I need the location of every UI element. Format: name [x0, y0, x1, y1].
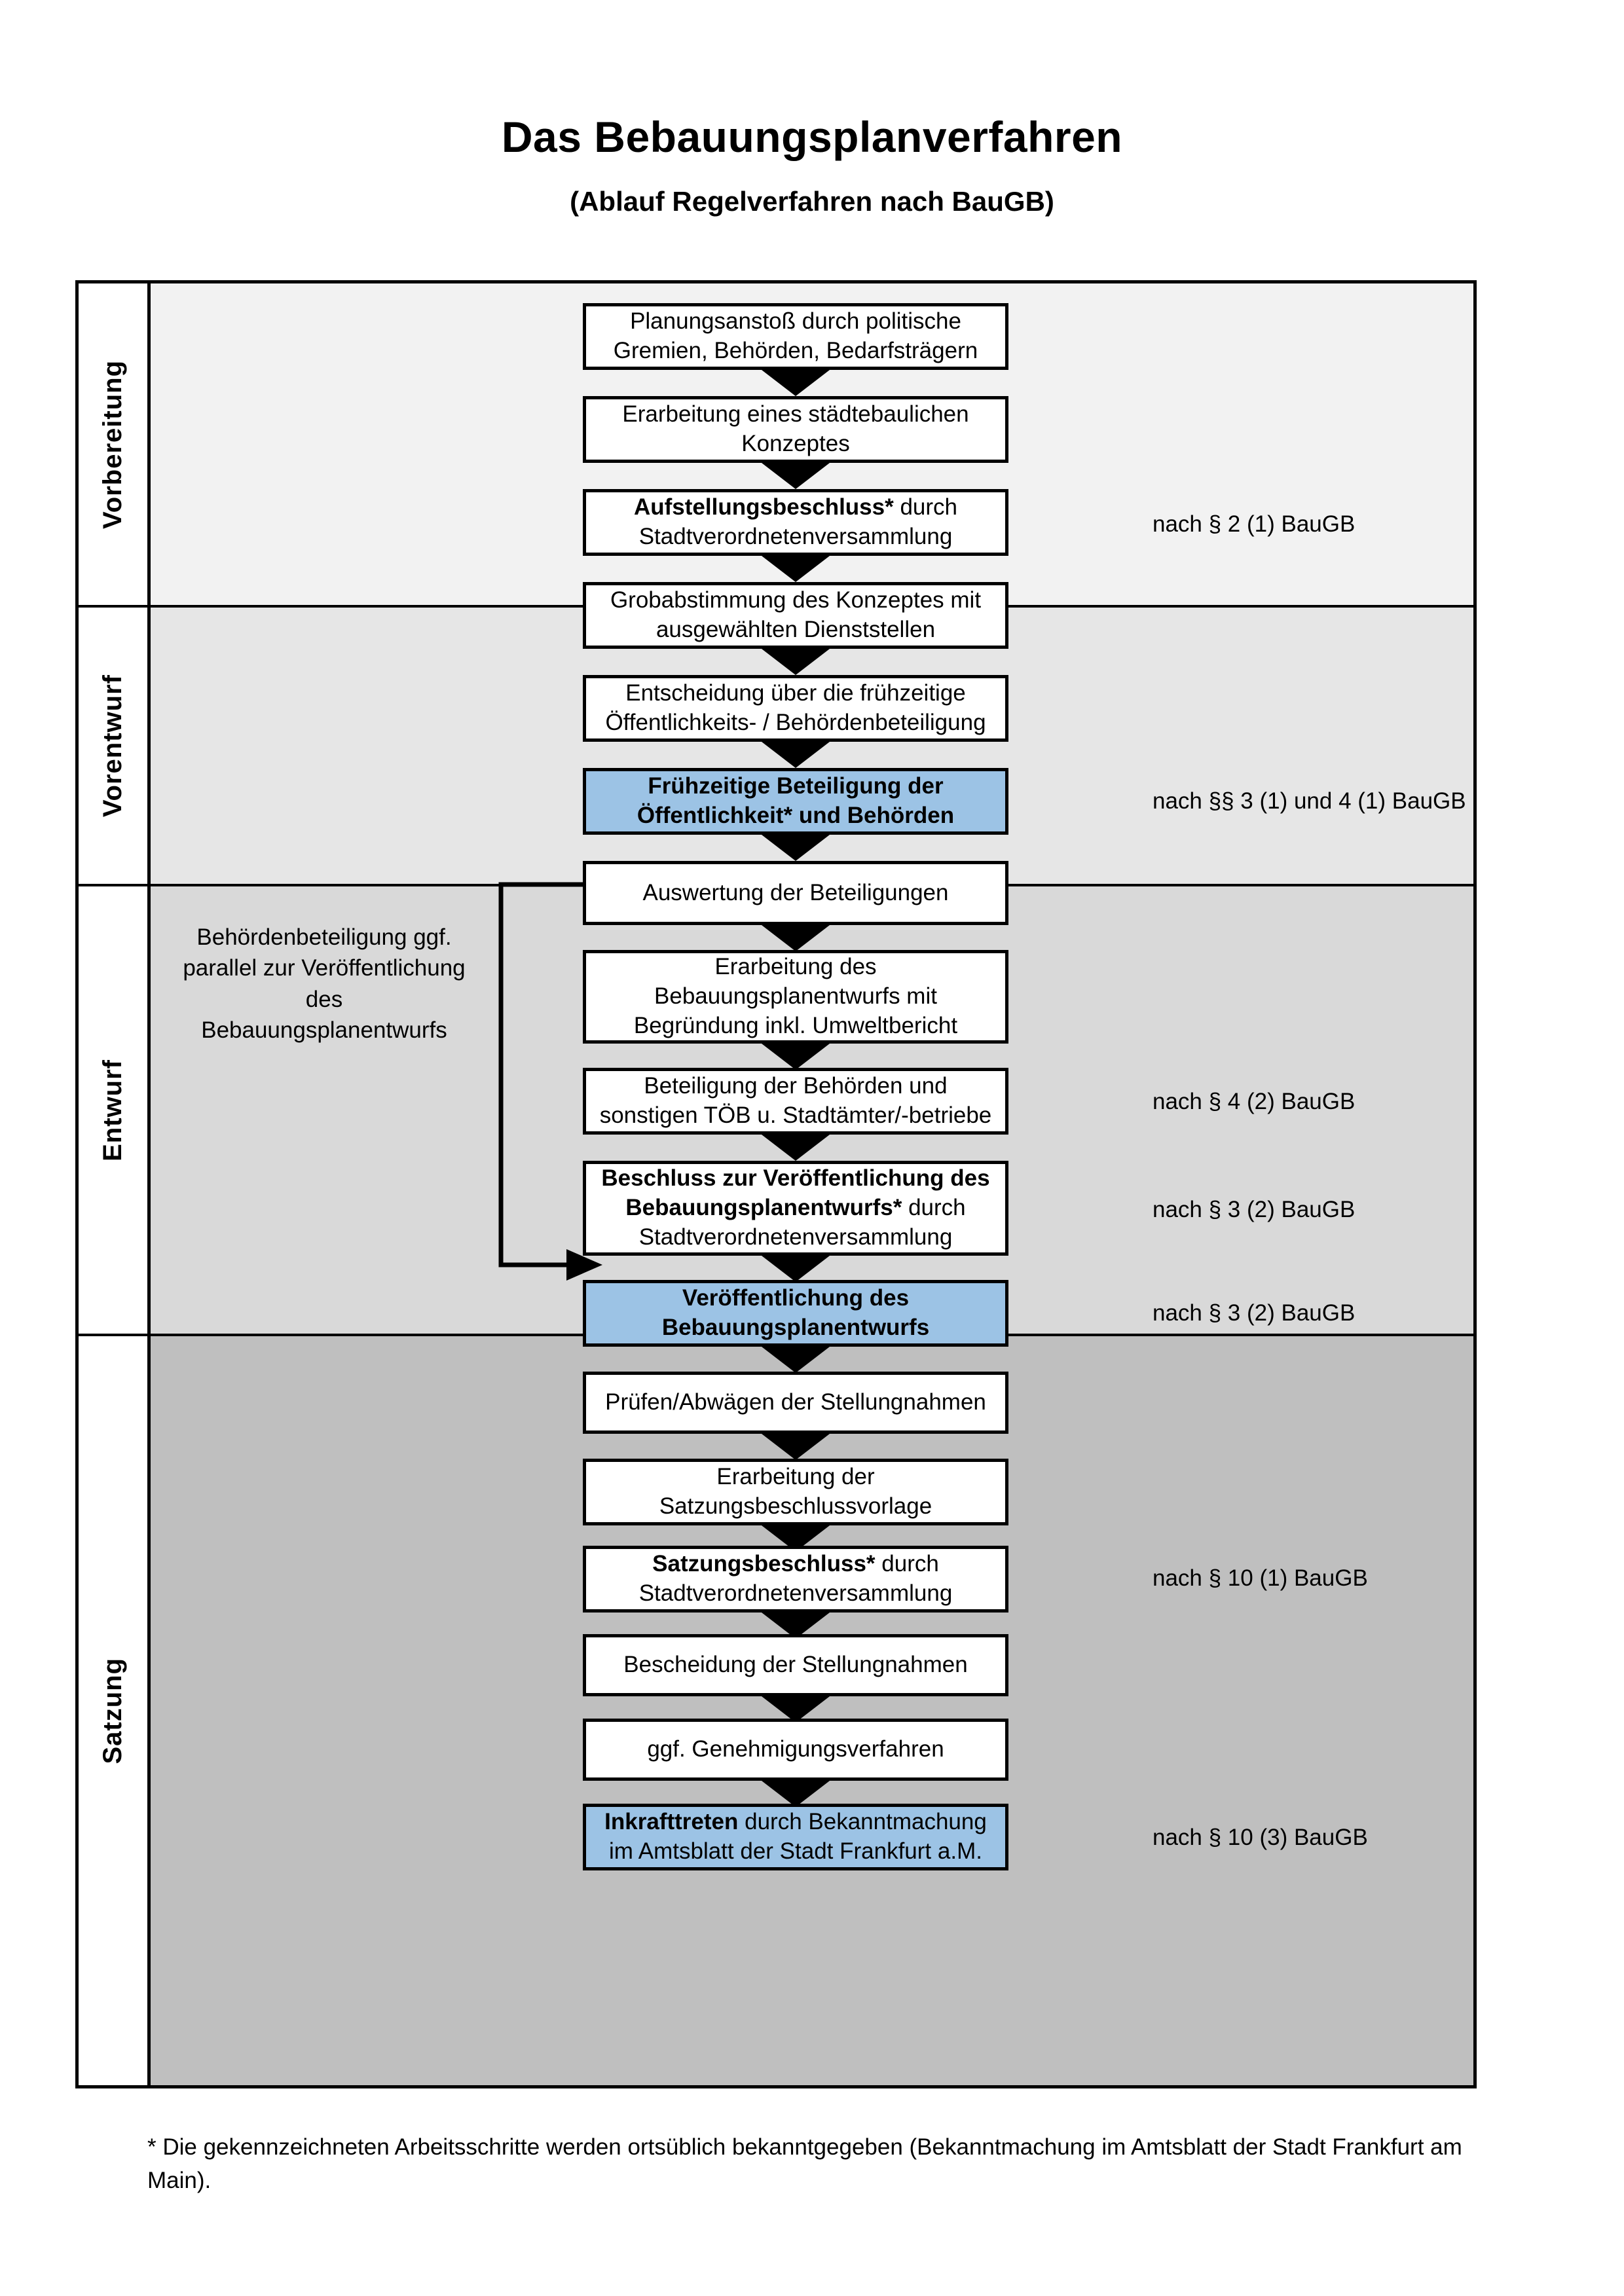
legal-ref-4-2: nach § 4 (2) BauGB	[1153, 1089, 1356, 1114]
step-text: durch Stadtverordnetenversammlung	[638, 1551, 953, 1606]
step-text: Prüfen/Abwägen der Stellungnahmen	[605, 1389, 986, 1415]
step-box-pruefen-abwaegen[interactable]: Prüfen/Abwägen der Stellungnahmen	[583, 1372, 1008, 1434]
step-box-konzept[interactable]: Erarbeitung eines städtebaulichen Konzep…	[583, 396, 1008, 463]
step-bold-text: Veröffentlichung des Bebauungsplanentwur…	[661, 1285, 930, 1340]
footnote-text: * Die gekennzeichneten Arbeitsschritte w…	[147, 2134, 1462, 2193]
page-subtitle: (Ablauf Regelverfahren nach BauGB)	[570, 186, 1054, 217]
section-label-text: Vorbereitung	[98, 359, 127, 529]
step-text: Entscheidung über die frühzeitige Öffent…	[605, 680, 986, 735]
legal-ref-3-1-4-1: nach §§ 3 (1) und 4 (1) BauGB	[1153, 788, 1466, 814]
flow-arrow-down-icon	[762, 1256, 830, 1282]
section-label-satzung: Satzung	[79, 1336, 151, 2085]
flow-arrow-down-icon	[762, 370, 830, 396]
step-box-beteiligung-behoerden[interactable]: Beteiligung der Behörden und sonstigen T…	[583, 1068, 1008, 1135]
step-box-erarbeitung-entwurf[interactable]: Erarbeitung des Bebauungsplanentwurfs mi…	[583, 950, 1008, 1044]
flow-arrow-down-icon	[762, 1434, 830, 1460]
step-bold-text: Frühzeitige Beteiligung der Öffentlichke…	[637, 773, 955, 828]
step-box-veroeffentlichung[interactable]: Veröffentlichung des Bebauungsplanentwur…	[583, 1280, 1008, 1347]
step-bold-text: Beschluss zur Veröffentlichung des Bebau…	[601, 1165, 990, 1221]
step-text: ggf. Genehmigungsverfahren	[647, 1736, 944, 1762]
step-text: Erarbeitung eines städtebaulichen Konzep…	[622, 401, 969, 456]
section-label-vorentwurf: Vorentwurf	[79, 608, 151, 884]
flow-arrow-down-icon	[762, 925, 830, 951]
legal-ref-3-2-b: nach § 3 (2) BauGB	[1153, 1300, 1356, 1326]
step-box-entscheidung-fruehzeitige[interactable]: Entscheidung über die frühzeitige Öffent…	[583, 675, 1008, 742]
step-text: durch Stadtverordnetenversammlung	[638, 1195, 966, 1250]
page-title: Das Bebauungsplanverfahren	[501, 113, 1123, 161]
step-box-aufstellungsbeschluss[interactable]: Aufstellungsbeschluss* durch Stadtverord…	[583, 489, 1008, 556]
step-box-planungsanstoss[interactable]: Planungsanstoß durch politische Gremien,…	[583, 303, 1008, 370]
legal-ref-3-2-a: nach § 3 (2) BauGB	[1153, 1197, 1356, 1222]
step-box-fruehzeitige-beteiligung[interactable]: Frühzeitige Beteiligung der Öffentlichke…	[583, 768, 1008, 835]
flow-arrow-down-icon	[762, 742, 830, 768]
step-text: Planungsanstoß durch politische Gremien,…	[613, 308, 978, 363]
step-bold-text: Satzungsbeschluss*	[652, 1551, 876, 1577]
flow-arrow-down-icon	[762, 1347, 830, 1373]
flow-arrow-down-icon	[762, 835, 830, 861]
step-text: durch Bekanntmachung im Amtsblatt der St…	[609, 1809, 987, 1864]
step-bold-text: Aufstellungsbeschluss*	[633, 494, 894, 520]
step-box-satzungsbeschlussvorlage[interactable]: Erarbeitung der Satzungsbeschlussvorlage	[583, 1459, 1008, 1525]
step-text: Erarbeitung der Satzungsbeschlussvorlage	[659, 1464, 932, 1519]
step-bold-text: Inkrafttreten	[604, 1809, 739, 1835]
step-text: Auswertung der Beteiligungen	[642, 879, 949, 905]
flow-arrow-down-icon	[762, 1044, 830, 1070]
flow-arrow-down-icon	[762, 649, 830, 675]
step-text: Grobabstimmung des Konzeptes mit ausgewä…	[610, 587, 982, 642]
step-box-inkrafttreten[interactable]: Inkrafttreten durch Bekanntmachung im Am…	[583, 1804, 1008, 1870]
title-area: Das Bebauungsplanverfahren (Ablauf Regel…	[0, 113, 1624, 217]
flow-arrow-down-icon	[762, 556, 830, 582]
step-text: Bescheidung der Stellungnahmen	[623, 1652, 968, 1678]
section-label-vorbereitung: Vorbereitung	[79, 283, 151, 605]
section-label-text: Satzung	[98, 1657, 127, 1764]
flow-arrow-down-icon	[762, 1696, 830, 1722]
step-box-beschluss-veroeffentlichung[interactable]: Beschluss zur Veröffentlichung des Bebau…	[583, 1161, 1008, 1256]
section-label-text: Entwurf	[98, 1059, 127, 1161]
legal-ref-10-3: nach § 10 (3) BauGB	[1153, 1825, 1368, 1850]
step-text: durch Stadtverordnetenversammlung	[638, 494, 958, 549]
step-box-bescheidung[interactable]: Bescheidung der Stellungnahmen	[583, 1634, 1008, 1696]
section-label-text: Vorentwurf	[98, 674, 127, 818]
section-label-entwurf: Entwurf	[79, 886, 151, 1334]
step-box-satzungsbeschluss[interactable]: Satzungsbeschluss* durch Stadtverordnete…	[583, 1546, 1008, 1613]
legal-ref-10-1: nach § 10 (1) BauGB	[1153, 1565, 1368, 1591]
step-box-grobabstimmung[interactable]: Grobabstimmung des Konzeptes mit ausgewä…	[583, 582, 1008, 649]
step-box-genehmigungsverfahren[interactable]: ggf. Genehmigungsverfahren	[583, 1719, 1008, 1781]
flow-arrow-down-icon	[762, 463, 830, 489]
legal-ref-2-1: nach § 2 (1) BauGB	[1153, 511, 1356, 537]
side-note-behoerdenbeteiligung: Behördenbeteiligung ggf. parallel zur Ve…	[183, 924, 466, 1043]
flow-arrow-down-icon	[762, 1135, 830, 1161]
step-box-auswertung[interactable]: Auswertung der Beteiligungen	[583, 861, 1008, 925]
step-text: Erarbeitung des Bebauungsplanentwurfs mi…	[633, 954, 958, 1038]
flowchart-frame: Vorbereitung Vorentwurf Entwurf Satzung …	[75, 280, 1477, 2088]
step-text: Beteiligung der Behörden und sonstigen T…	[599, 1073, 992, 1128]
flow-arrow-down-icon	[762, 1781, 830, 1807]
